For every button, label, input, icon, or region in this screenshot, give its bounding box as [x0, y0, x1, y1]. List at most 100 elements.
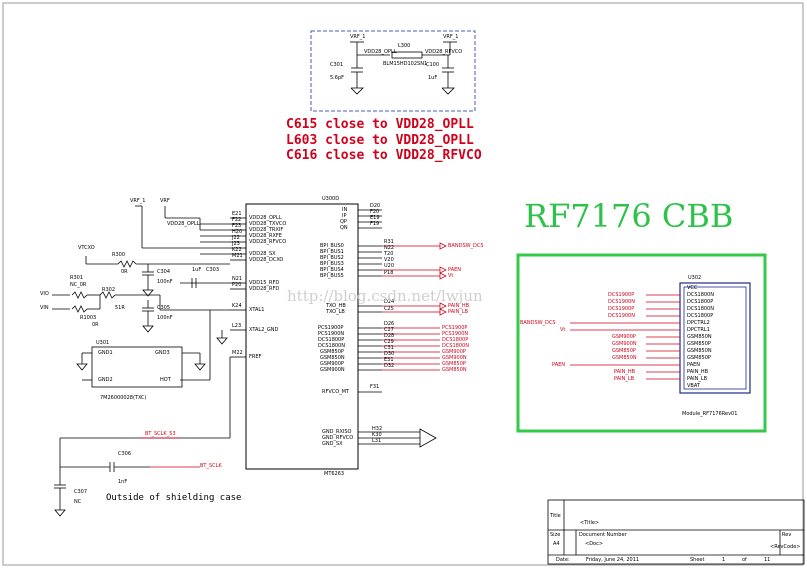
top-filter-block: [310, 30, 476, 112]
left-vio: VIO: [40, 291, 49, 297]
ic-right-pin: GSM850P: [320, 349, 344, 355]
left-vtcxo: VTCXO: [78, 245, 95, 251]
left-c304-val: 100nF: [157, 279, 173, 285]
top-vrf-left: VRF_1: [350, 34, 366, 40]
top-c-left-val: 5.6pF: [330, 75, 345, 81]
module-pin: GSM850P: [687, 355, 711, 361]
module-inner: [683, 286, 747, 390]
left-c304: C304: [157, 269, 171, 275]
note-l603: L603 close to VDD28_OPLL: [286, 133, 474, 148]
ic-right-pin-num: C25: [384, 306, 394, 312]
bt-sclk-net: BT_SCLK: [200, 463, 222, 469]
ic-right-pin-num: C29: [384, 339, 394, 345]
tb-size-value: A4: [553, 541, 560, 547]
net-pain-lb: PAIN_LB: [448, 309, 469, 315]
ic-left-pin: VDD28_TXVCO: [249, 221, 287, 227]
ic-right-pin-num: F20: [370, 209, 380, 215]
module-net: PAIN_LB: [614, 376, 635, 382]
module-part: Module_RF7176Rev01: [682, 411, 738, 417]
note-c616: C616 close to VDD28_RFVCO: [286, 148, 482, 163]
ic-right-pin-num: V20: [384, 257, 394, 263]
net-pcs1900p: PCS1900P: [442, 325, 468, 331]
net-bandsw-dcs: BANDSW_DCS: [448, 243, 484, 249]
ic-left-pin: VDD28_SX: [249, 251, 276, 257]
ic-right-pin: GSM850N: [320, 355, 345, 361]
bt-nets: [140, 437, 200, 468]
ic-left-pin-num: J23: [232, 241, 240, 247]
left-r300: R300: [112, 252, 126, 258]
ic-right-pin-num: D28: [384, 333, 395, 339]
xtal-part: 7M26000028(TXC): [100, 395, 147, 401]
module-pin: PAIN_LB: [687, 376, 708, 382]
module-net: DCS1900N: [608, 313, 635, 319]
ic-left-pin-num: P20: [232, 282, 242, 288]
xtal-pin: HOT: [160, 377, 171, 383]
ic-ref: U300D: [322, 196, 340, 202]
module-pin: PAIN_HB: [687, 369, 709, 375]
top-net-right: VDD28_RFVCO: [425, 49, 463, 55]
ic-left-pin: VDD28_DCXO: [249, 257, 284, 263]
top-net-left: VDD28_OPLL: [364, 49, 397, 55]
tb-date-value: Friday, June 24, 2011: [586, 557, 640, 563]
ic-right-red-nets: [382, 242, 447, 448]
module-net: GSM850P: [612, 348, 636, 354]
tb-date-label: Date:: [556, 557, 570, 563]
tb-size-label: Size: [550, 532, 561, 538]
top-inductor-ref: L300: [398, 43, 411, 49]
module-ref: U302: [688, 275, 702, 281]
net-vt: Vt: [448, 273, 454, 279]
net-gsm850n: GSM850N: [442, 367, 467, 373]
ic-right-pin: RFVCO_MT: [322, 389, 350, 395]
ic-right-pin: TXO_LB: [326, 309, 345, 315]
ground-symbols: [54, 289, 228, 517]
ic-left-pin-num: M21: [232, 253, 243, 259]
ic-right-pin-num: R31: [384, 239, 394, 245]
ic-right-pin-num: C27: [384, 327, 394, 333]
ic-left-pin: VDD28_OPLL: [249, 215, 282, 221]
ic-right-pin-num: D26: [384, 321, 395, 327]
net-gsm900p: GSM900P: [442, 349, 466, 355]
ic-right-pin: BPI_BUS2: [320, 255, 344, 261]
module-pin: DCS1800N: [687, 292, 714, 298]
left-r1003-val: 0R: [92, 322, 99, 328]
module-net: GSM900N: [612, 341, 637, 347]
module-net: DCS1900N: [608, 299, 635, 305]
module-pin: GSM850N: [687, 334, 712, 340]
ic-left-pin-num: K24: [232, 303, 242, 309]
module-pin: DCS1800P: [687, 313, 714, 319]
left-r302: R302: [102, 287, 116, 293]
ic-right-pin: GSM900P: [320, 361, 344, 367]
xtal-pin: GND1: [98, 350, 113, 356]
module-net: PAIN_HB: [614, 369, 636, 375]
ic-part: MT6263: [324, 471, 345, 477]
ic-left-pin-stubs: [230, 217, 246, 358]
ic-right-pin: IN: [342, 207, 348, 213]
left-r301: R301: [70, 275, 84, 281]
module-pin: VBAT: [687, 383, 700, 389]
xtal-ref: U301: [96, 340, 110, 346]
tb-of-label: of: [742, 557, 747, 563]
note-c615: C615 close to VDD28_OPLL: [286, 117, 474, 132]
ic-right-pin: DCS1800P: [318, 337, 345, 343]
left-vrf-a: VRF_1: [130, 198, 146, 204]
ic-right-pin: QP: [340, 219, 347, 225]
ic-left-pin: VDD15_RFD: [249, 280, 280, 286]
ic-right-pin: QN: [340, 225, 348, 231]
module-pin: DPCTRL1: [687, 327, 710, 333]
cbb-title: RF7176 CBB: [524, 197, 734, 235]
tb-of-value: 11: [764, 557, 771, 563]
module-pin: DCS1800N: [687, 306, 714, 312]
ic-left-pin-num: J22: [232, 235, 240, 241]
ic-left-pin-num: E21: [232, 211, 242, 217]
ic-right-pin-num: C31: [384, 345, 394, 351]
cbb-frame: [516, 253, 767, 433]
ic-right-pin-num: U20: [384, 263, 395, 269]
top-vrf-right: VRF_1: [443, 34, 459, 40]
ic-right-pin-num: P18: [384, 270, 394, 276]
top-c-left-ref: C301: [330, 62, 344, 68]
ic-right-pin-num: H32: [372, 426, 383, 432]
net-paen: PAEN: [448, 267, 462, 273]
ic-left-pin: XTAL1: [249, 307, 265, 313]
tb-sheet-label: Sheet: [690, 557, 705, 563]
